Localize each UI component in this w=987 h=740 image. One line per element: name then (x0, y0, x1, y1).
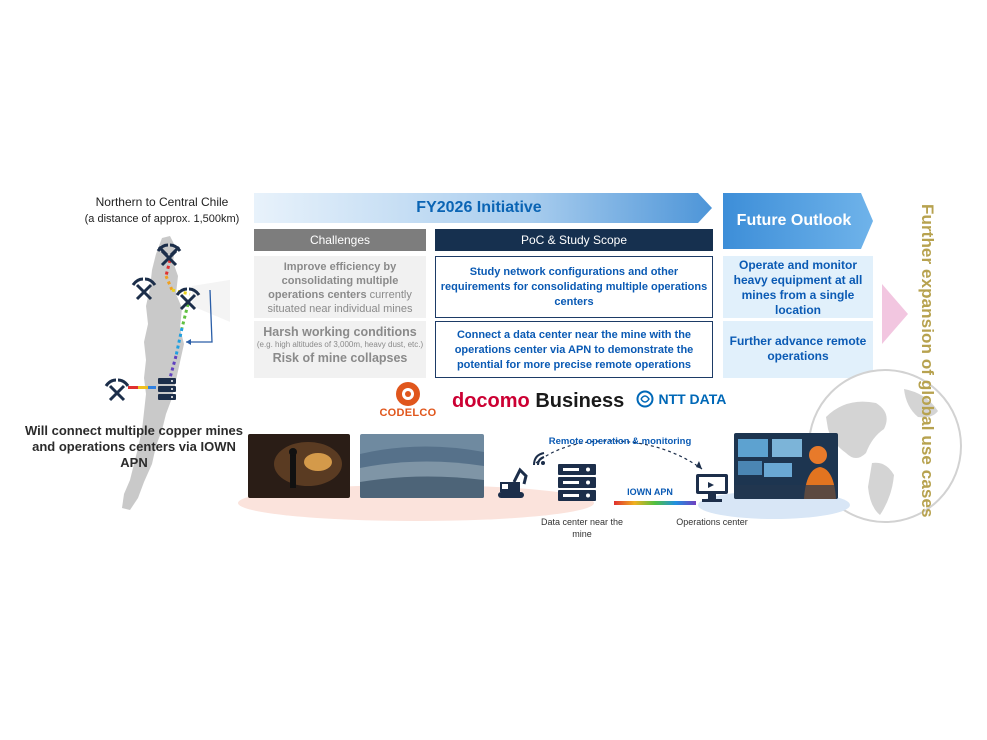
operations-center-photo (734, 433, 838, 499)
docomo-business-logo: docomo Business (452, 388, 627, 414)
region-distance: (a distance of approx. 1,500km) (84, 213, 240, 225)
challenge-conditions: Harsh working conditions (e.g. high alti… (254, 321, 426, 378)
iown-apn-label: IOWN APN (627, 487, 673, 497)
challenge-efficiency-rest: currently situated near individual mines (267, 289, 413, 315)
initiative-arrow (254, 193, 712, 223)
chile-map (122, 236, 230, 510)
nttdata-mark-icon (636, 390, 654, 408)
future-title: Future Outlook (736, 212, 852, 229)
open-pit-mine-photo (360, 434, 484, 498)
global-expansion-text: Further expansion of global use cases (918, 204, 937, 518)
server-icon (158, 378, 176, 400)
expansion-arrow (882, 284, 908, 344)
operations-center-label: Operations center (676, 517, 748, 527)
codelco-text: CODELCO (379, 407, 437, 419)
connect-description: Will connect multiple copper mines and o… (24, 423, 244, 470)
business-word: Business (535, 390, 625, 412)
region-title-main: Northern to Central Chile (95, 195, 229, 209)
docomo-word: docomo (452, 390, 530, 412)
monitor-icon (696, 474, 728, 502)
challenge-efficiency-bold: Improve efficiency by consolidating mult… (268, 261, 399, 301)
future-arrow (723, 193, 873, 249)
mine-pickaxe-icon (104, 378, 130, 402)
poc-heading: PoC & Study Scope (435, 229, 713, 251)
challenges-heading: Challenges (254, 229, 426, 251)
poc-study-network: Study network configurations and other r… (435, 256, 713, 318)
region-title: Northern to Central Chile (a distance of… (62, 194, 262, 228)
mine-pickaxe-icon (131, 277, 157, 301)
nttdata-logo: NTT DATA (636, 390, 736, 412)
initiative-title: FY2026 Initiative (416, 199, 542, 216)
excavator-icon (498, 467, 528, 498)
poc-connect-datacenter: Connect a data center near the mine with… (435, 321, 713, 378)
wifi-icon (533, 452, 545, 466)
mine-pickaxe-icon (175, 287, 201, 311)
challenge-conditions-note: (e.g. high altitudes of 3,000m, heavy du… (256, 340, 424, 349)
challenge-collapse-title: Risk of mine collapses (272, 351, 408, 365)
codelco-mark-icon (396, 382, 420, 406)
challenge-efficiency: Improve efficiency by consolidating mult… (254, 256, 426, 318)
data-center-server-icon (558, 464, 596, 501)
data-center-label: Data center near the mine (540, 517, 624, 539)
future-operate-monitor: Operate and monitor heavy equipment at a… (723, 256, 873, 318)
future-advance-remote: Further advance remote operations (723, 321, 873, 378)
remote-operation-label: Remote operation & monitoring (548, 436, 692, 447)
codelco-logo: CODELCO (376, 381, 440, 423)
globe-icon (808, 369, 962, 523)
nttdata-text: NTT DATA (658, 391, 727, 407)
mine-pickaxe-icon (156, 243, 182, 267)
challenge-conditions-title: Harsh working conditions (263, 325, 417, 339)
underground-mine-photo (248, 434, 350, 498)
